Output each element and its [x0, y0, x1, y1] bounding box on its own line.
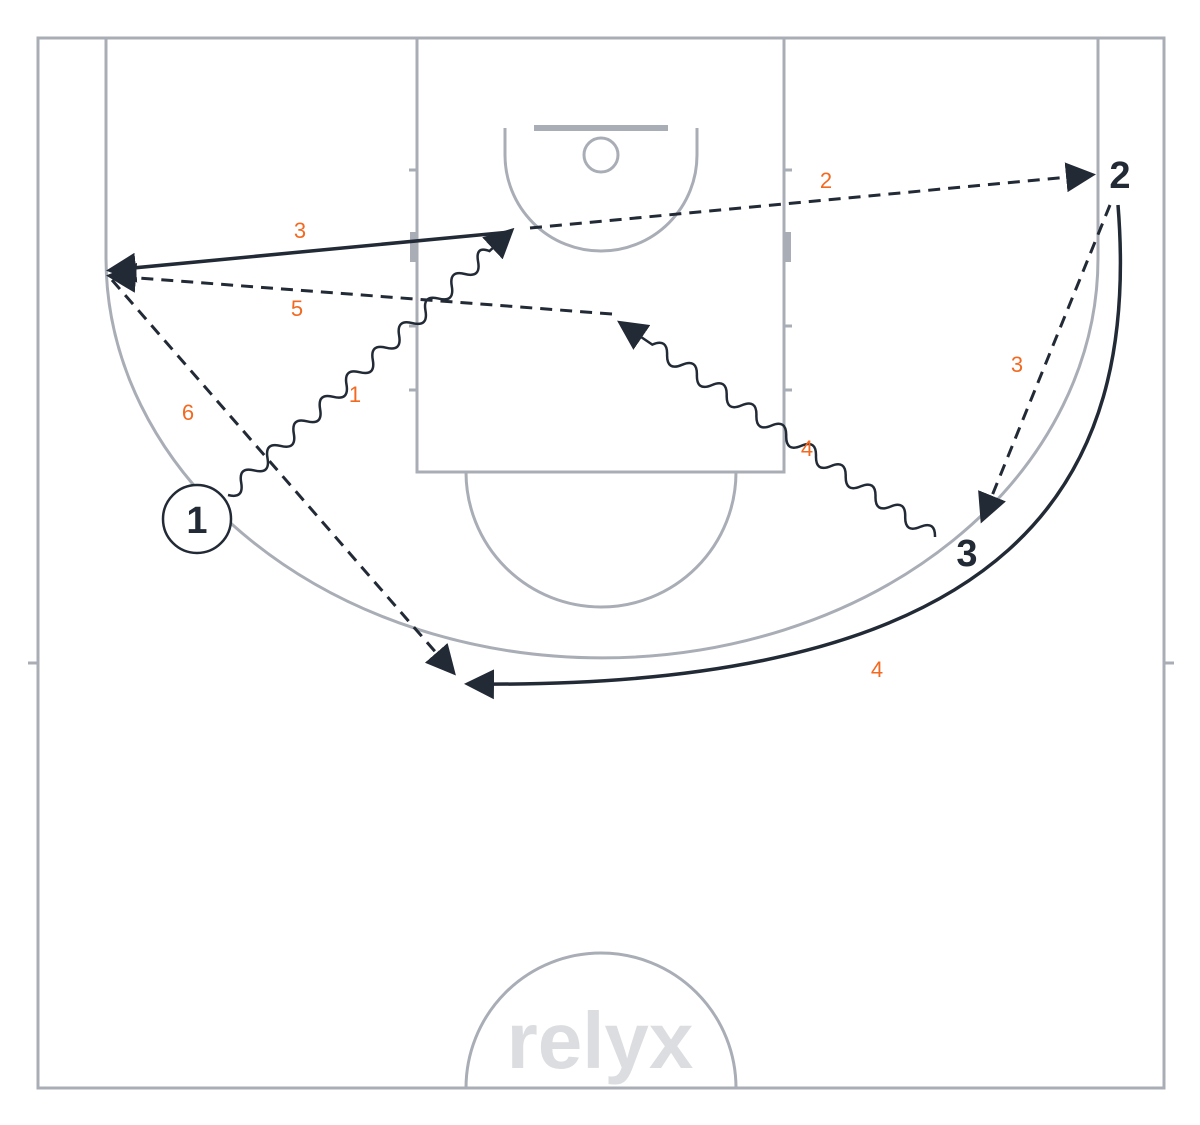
step-label-2: 2: [820, 168, 832, 193]
rim: [582, 136, 620, 174]
court-lines: [28, 36, 1174, 1090]
step-label-3-top: 3: [294, 218, 306, 243]
step-label-4-dribble: 4: [801, 436, 813, 461]
restricted-area-arc: [503, 128, 699, 253]
player-2: 2: [1109, 155, 1130, 197]
center-circle: [464, 951, 738, 1089]
watermark-logo: relyx: [507, 996, 694, 1085]
dribble-path-step-1: [227, 227, 515, 498]
step-label-5: 5: [291, 296, 303, 321]
paint: [415, 36, 786, 474]
pass-path-step-3-right: [978, 204, 1112, 524]
step-label-6: 6: [182, 400, 194, 425]
player-2-label: 2: [1109, 155, 1130, 197]
step-label-3-right: 3: [1011, 352, 1023, 377]
players: 1 2 3: [161, 155, 1131, 575]
cut-path-step-3: [106, 230, 511, 283]
player-3: 3: [956, 533, 977, 575]
player-1-circle: [161, 483, 233, 555]
step-labels: 1 2 3 3 4 4 5 6: [182, 168, 1023, 682]
player-3-label: 3: [956, 533, 977, 575]
player-1-label: 1: [186, 500, 207, 542]
three-point-line: [104, 38, 1100, 660]
free-throw-circle: [464, 471, 738, 609]
step-label-4-cut: 4: [871, 657, 883, 682]
pass-path-step-5: [106, 262, 613, 316]
player-1: 1: [161, 483, 233, 555]
cut-path-step-4: [464, 204, 1123, 700]
dribble-path-step-4: [617, 320, 937, 538]
step-label-1: 1: [349, 382, 361, 407]
pass-path-step-2: [529, 162, 1096, 230]
action-paths: [106, 162, 1123, 700]
pass-path-step-6: [110, 279, 456, 676]
